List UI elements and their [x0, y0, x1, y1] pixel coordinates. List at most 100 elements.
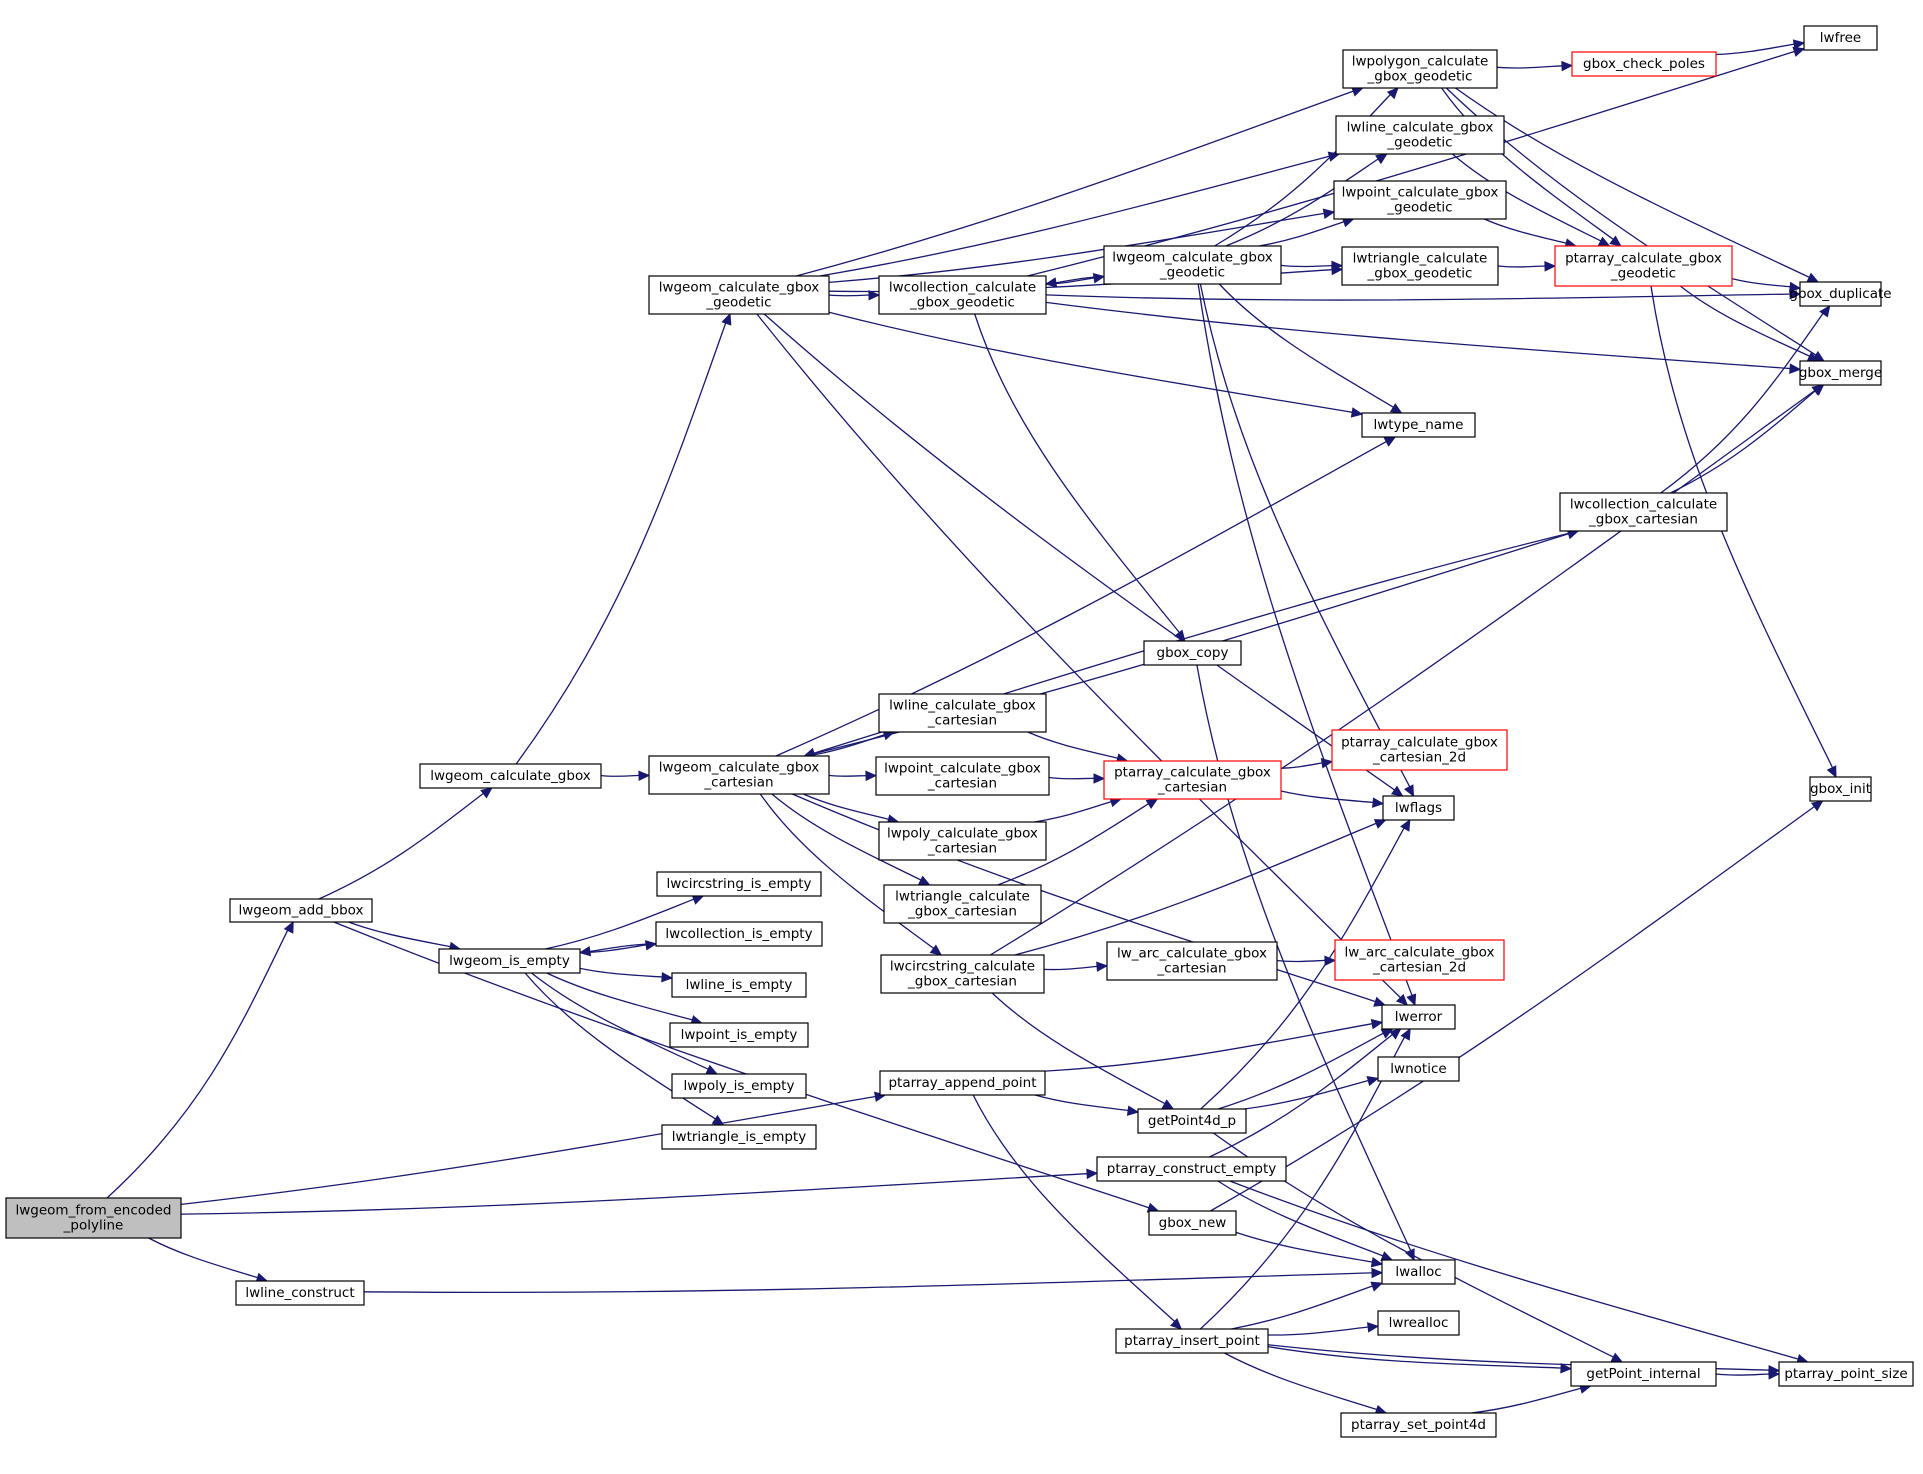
edge-lwcollection_calculate_gbox_geodetic-to-gbox_duplicate [1045, 288, 1802, 301]
node-ptarray-calculate-gbox-geodetic[interactable]: ptarray_calculate_gbox_geodetic [1554, 245, 1733, 287]
node-lwcircstring-is-empty[interactable]: lwcircstring_is_empty [656, 871, 822, 897]
edge-line [1258, 221, 1345, 247]
node-label: lwpoint_calculate_gbox [1342, 185, 1499, 201]
arrowhead-icon [917, 875, 931, 886]
edge-line [1217, 1032, 1384, 1110]
arrowhead-icon [1092, 273, 1106, 284]
node-label: lwline_is_empty [686, 977, 793, 993]
node-box [1341, 246, 1499, 286]
arrowhead-icon [1789, 288, 1802, 300]
node-box [1103, 245, 1282, 285]
node-lwtriangle-is-empty[interactable]: lwtriangle_is_empty [661, 1124, 817, 1150]
node-getPoint4d-p[interactable]: getPoint4d_p [1137, 1108, 1247, 1134]
arrowhead-icon [1389, 403, 1403, 414]
node-label: lwtype_name [1374, 417, 1464, 433]
node-lwcircstring-calculate-gbox-cartesian[interactable]: lwcircstring_calculate_gbox_cartesian [880, 954, 1045, 994]
node-box [656, 871, 822, 897]
node-label: _cartesian [927, 776, 997, 792]
node-box [879, 1070, 1046, 1096]
node-label: _gbox_geodetic [1367, 69, 1473, 85]
node-ptarray-set-point4d[interactable]: ptarray_set_point4d [1340, 1412, 1497, 1438]
edge-line [1210, 806, 1815, 1212]
node-lwline-is-empty[interactable]: lwline_is_empty [671, 972, 807, 998]
edge-line [524, 972, 716, 1120]
node-lwcollection-calculate-gbox-cartesian[interactable]: lwcollection_calculate_gbox_cartesian [1559, 492, 1728, 532]
edge-lwcircstring_calculate_gbox_cartesian-to-lw_arc_calculate_gbox_cartesian [1043, 961, 1109, 972]
node-label: lwcollection_is_empty [665, 926, 812, 942]
node-box [1799, 360, 1882, 386]
node-gbox-merge[interactable]: gbox_merge [1799, 360, 1882, 386]
edge-line [1731, 277, 1791, 288]
node-ptarray-point-size[interactable]: ptarray_point_size [1778, 1361, 1914, 1387]
node-lwalloc[interactable]: lwalloc [1381, 1259, 1456, 1285]
edge-line [989, 390, 1816, 956]
node-gbox-check-poles[interactable]: gbox_check_poles [1571, 51, 1717, 77]
arrowhead-icon [1370, 1018, 1384, 1030]
node-label: lwnotice [1390, 1061, 1446, 1077]
node-lw-arc-calculate-gbox-cartesian-2d[interactable]: lw_arc_calculate_gbox_cartesian_2d [1334, 939, 1505, 981]
node-lwcollection-calculate-gbox-geodetic[interactable]: lwcollection_calculate_gbox_geodetic [878, 275, 1047, 315]
edge-lwgeom_calculate_gbox_cartesian-to-lwpoint_calculate_gbox_cartesian [828, 770, 878, 782]
node-label: lwgeom_calculate_gbox [659, 760, 820, 776]
node-lwgeom-calculate-gbox-geodetic-2[interactable]: lwgeom_calculate_gbox_geodetic [1103, 245, 1282, 285]
node-getPoint-internal[interactable]: getPoint_internal [1570, 1361, 1717, 1387]
edge-line [1715, 43, 1795, 56]
node-lwflags[interactable]: lwflags [1382, 795, 1455, 821]
edge-line [1045, 293, 1791, 301]
arrowhead-icon [1380, 1251, 1394, 1262]
edge-ptarray_append_point-to-ptarray_insert_point [972, 1094, 1183, 1330]
node-lwtype-name[interactable]: lwtype_name [1361, 412, 1476, 438]
edge-line [1197, 283, 1413, 996]
edge-line [106, 930, 289, 1199]
edge-line [1496, 65, 1563, 69]
node-lwpoly-is-empty[interactable]: lwpoly_is_empty [671, 1073, 807, 1099]
node-box [1333, 180, 1507, 220]
node-gbox-copy[interactable]: gbox_copy [1143, 640, 1242, 666]
node-box [1799, 281, 1882, 307]
node-ptarray-calculate-gbox-cartesian[interactable]: ptarray_calculate_gbox_cartesian [1103, 760, 1282, 800]
node-lwfree[interactable]: lwfree [1803, 25, 1878, 51]
node-lwpoint-is-empty[interactable]: lwpoint_is_empty [669, 1022, 809, 1048]
arrowhead-icon [1811, 384, 1824, 396]
node-lwcollection-is-empty[interactable]: lwcollection_is_empty [655, 921, 823, 947]
node-label: _gbox_cartesian [907, 974, 1017, 990]
node-ptarray-append-point[interactable]: ptarray_append_point [879, 1070, 1046, 1096]
node-label: lwgeom_from_encoded [16, 1203, 172, 1219]
edge-line [1267, 1345, 1562, 1369]
node-lwrealloc[interactable]: lwrealloc [1377, 1310, 1460, 1336]
node-lwgeom-add-bbox[interactable]: lwgeom_add_bbox [229, 898, 373, 923]
edge-lwgeom_calculate_gbox-to-lwgeom_calculate_gbox_geodetic [515, 312, 732, 765]
arrowhead-icon [1096, 961, 1109, 972]
node-label: _cartesian [703, 775, 773, 791]
node-lwline-calculate-gbox-geodetic[interactable]: lwline_calculate_gbox_geodetic [1335, 115, 1505, 155]
node-lwpolygon-calculate-gbox-geodetic[interactable]: lwpolygon_calculate_gbox_geodetic [1342, 49, 1498, 89]
node-label: ptarray_point_size [1784, 1366, 1907, 1382]
node-lwgeom-calculate-gbox-cartesian[interactable]: lwgeom_calculate_gbox_cartesian [648, 755, 830, 795]
node-ptarray-calculate-gbox-cartesian-2d[interactable]: ptarray_calculate_gbox_cartesian_2d [1331, 729, 1508, 771]
node-lwgeom-from-encoded-polyline[interactable]: lwgeom_from_encoded_polyline [5, 1197, 182, 1239]
node-lwtriangle-calculate-gbox-cartesian[interactable]: lwtriangle_calculate_gbox_cartesian [883, 884, 1042, 924]
node-lwerror[interactable]: lwerror [1381, 1004, 1456, 1030]
node-lw-arc-calculate-gbox-cartesian[interactable]: lw_arc_calculate_gbox_cartesian [1106, 941, 1278, 981]
node-lwgeom-calculate-gbox-geodetic[interactable]: lwgeom_calculate_gbox_geodetic [648, 275, 830, 315]
node-lwgeom-calculate-gbox[interactable]: lwgeom_calculate_gbox [419, 763, 602, 789]
node-gbox-duplicate[interactable]: gbox_duplicate [1789, 281, 1892, 307]
node-lwline-calculate-gbox-cartesian[interactable]: lwline_calculate_gbox_cartesian [878, 693, 1047, 733]
node-lwtriangle-calculate-gbox-geodetic[interactable]: lwtriangle_calculate_gbox_geodetic [1341, 246, 1499, 286]
edge-line [363, 1272, 1373, 1294]
node-gbox-init[interactable]: gbox_init [1809, 776, 1872, 802]
node-ptarray-insert-point[interactable]: ptarray_insert_point [1115, 1328, 1269, 1354]
edge-line [1276, 959, 1326, 963]
node-lwnotice[interactable]: lwnotice [1377, 1056, 1460, 1082]
node-lwpoly-calculate-gbox-cartesian[interactable]: lwpoly_calculate_gbox_cartesian [878, 821, 1047, 861]
node-ptarray-construct-empty[interactable]: ptarray_construct_empty [1096, 1156, 1287, 1182]
node-lwpoint-calculate-gbox-geodetic[interactable]: lwpoint_calculate_gbox_geodetic [1333, 180, 1507, 220]
node-label: lw_arc_calculate_gbox [1344, 945, 1494, 961]
node-gbox-new[interactable]: gbox_new [1148, 1210, 1237, 1236]
node-lwpoint-calculate-gbox-cartesian[interactable]: lwpoint_calculate_gbox_cartesian [875, 756, 1050, 796]
node-lwline-construct[interactable]: lwline_construct [235, 1280, 365, 1306]
edge-line [796, 90, 1354, 277]
node-box [1570, 1361, 1717, 1387]
node-lwgeom-is-empty[interactable]: lwgeom_is_empty [438, 948, 581, 974]
edge-ptarray_append_point-to-getPoint4d_p [1034, 1094, 1140, 1116]
